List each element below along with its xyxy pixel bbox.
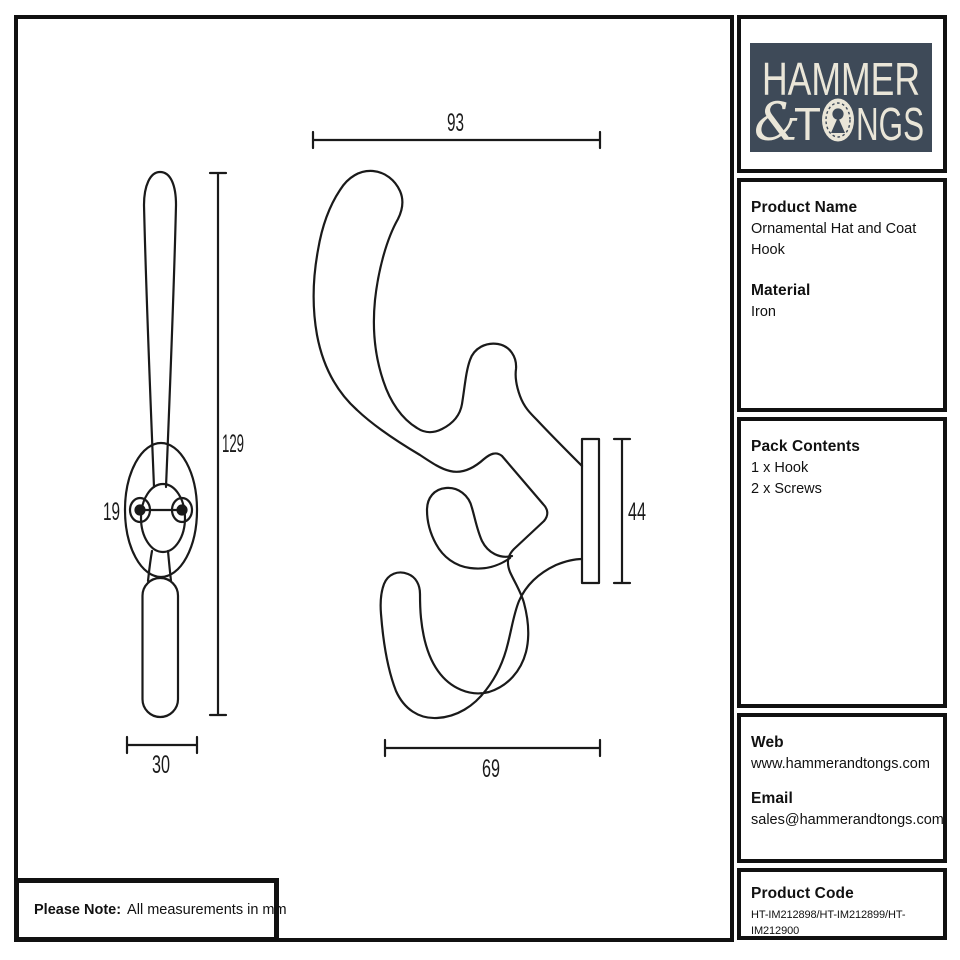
logo-line1: HAMMER — [762, 53, 920, 105]
logo-ampersand: & — [754, 93, 800, 152]
note-text: All measurements in mm — [127, 902, 287, 918]
pack-contents-section: Pack Contents 1 x Hook 2 x Screws — [737, 417, 947, 708]
contact-section: Web www.hammerandtongs.com Email sales@h… — [737, 713, 947, 863]
product-code-value: HT-IM212898/HT-IM212899/HT-IM212900 — [751, 908, 906, 937]
material-label: Material — [751, 281, 811, 299]
pack-item: 1 x Hook — [751, 459, 809, 476]
product-name-label: Product Name — [751, 199, 858, 216]
material-value: Iron — [751, 303, 776, 320]
web-label: Web — [751, 734, 784, 751]
logo-letters-ngs: NGS — [856, 98, 924, 150]
email-label: Email — [751, 789, 793, 807]
measurements-note: Please Note: All measurements in mm — [14, 878, 287, 942]
logo-letter-t: T — [794, 98, 821, 150]
product-code-section: Product Code HT-IM212898/HT-IM212899/HT-… — [737, 868, 947, 940]
product-name-value: Ornamental Hat and Coat Hook — [751, 220, 917, 258]
product-code-label: Product Code — [751, 885, 854, 902]
keyhole-icon — [822, 98, 854, 142]
product-info-section: Product Name Ornamental Hat and Coat Hoo… — [737, 178, 947, 412]
pack-contents-label: Pack Contents — [751, 438, 860, 455]
logo-section: HAMMER & T NGS — [737, 15, 947, 173]
email-value: sales@hammerandtongs.com — [751, 811, 944, 828]
note-label: Please Note: — [34, 902, 122, 918]
pack-item: 2 x Screws — [751, 480, 822, 497]
web-value: www.hammerandtongs.com — [751, 755, 930, 772]
brand-logo: HAMMER & T NGS — [750, 43, 932, 153]
hammer-and-tongs-logo: HAMMER & T NGS — [754, 53, 924, 153]
drawing-area-frame — [14, 15, 734, 942]
